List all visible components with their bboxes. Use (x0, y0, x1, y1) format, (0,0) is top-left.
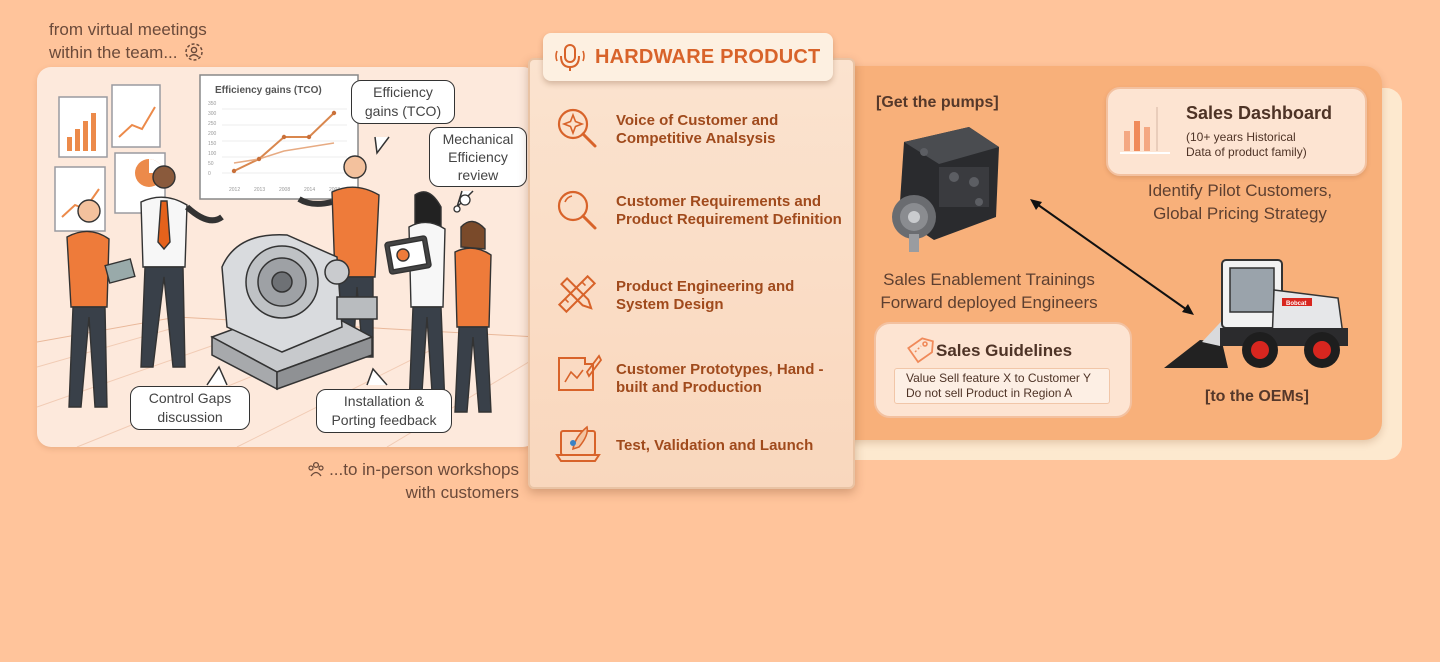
chart-xtick: 2013 (254, 187, 265, 193)
pilot-line: Global Pricing Strategy (1153, 204, 1327, 223)
chart-ytick: 350 (208, 101, 217, 107)
step-voice-of-customer: Voice of Customer and Competitive Analsy… (616, 112, 779, 147)
hardware-product-card (528, 58, 855, 489)
person-5 (454, 220, 492, 413)
caption-line: from virtual meetings (49, 20, 207, 39)
chart-ytick: 150 (208, 141, 217, 147)
in-person-caption: ...to in-person workshops with customers (290, 458, 519, 504)
sales-enablement-text: Sales Enablement Trainings Forward deplo… (862, 268, 1116, 314)
guideline-line: Do not sell Product in Region A (906, 386, 1073, 400)
installation-bubble: Installation & Porting feedback (316, 389, 452, 433)
skid-steer-loader-image: Bobcat (1164, 259, 1348, 368)
hardware-product-title: HARDWARE PRODUCT (595, 46, 821, 68)
sales-guidelines-title: Sales Guidelines (936, 341, 1073, 360)
blueprint-edit-icon (558, 354, 603, 391)
step-4-icon-wrap (555, 352, 603, 401)
get-pumps-label: [Get the pumps] (876, 94, 999, 111)
virtual-meetings-caption: from virtual meetings within the team... (49, 18, 207, 64)
sales-dashboard-title: Sales Dashboard (1186, 103, 1333, 123)
person-2 (140, 165, 224, 368)
step-customer-prototypes: Customer Prototypes, Hand -built and Pro… (616, 361, 824, 396)
chart-xtick: 2008 (279, 187, 290, 193)
step-1-icon-wrap (555, 106, 599, 155)
pilot-line: Identify Pilot Customers, (1147, 181, 1333, 200)
to-oems-label: [to the OEMs] (1205, 388, 1309, 405)
chart-xtick: 2012 (229, 187, 240, 193)
control-gaps-bubble: Control Gaps discussion (130, 386, 250, 430)
dashboard-desc-line: (10+ years Historical (1186, 130, 1296, 144)
chart-ytick: 50 (208, 161, 214, 167)
efficiency-bubble: Efficiency gains (TCO) (351, 80, 455, 124)
caption-line: within the team... (49, 41, 207, 64)
laptop-rocket-icon (555, 425, 601, 462)
sales-dashboard-card: Sales Dashboard (10+ years Historical Da… (1106, 87, 1367, 176)
team-illustration-panel: Efficiency gains (TCO) 350 300 250 200 150 10… (37, 67, 537, 447)
guideline-line: Value Sell feature X to Customer Y (906, 371, 1091, 385)
team-icon (308, 461, 324, 477)
chart-xtick: 2008 (329, 187, 340, 193)
microphone-icon (555, 44, 585, 71)
chart-title: Efficiency gains (TCO) (215, 85, 322, 96)
double-arrow (1030, 199, 1194, 315)
search-icon (557, 190, 597, 230)
loader-brand-text: Bobcat (1286, 301, 1306, 307)
chart-ytick: 250 (208, 121, 217, 127)
step-5-icon-wrap (555, 421, 603, 470)
person-4 (384, 191, 446, 408)
pilot-customers-text: Identify Pilot Customers, Global Pricing… (1110, 179, 1370, 225)
team-meeting-illustration: Efficiency gains (TCO) 350 300 250 200 150 10… (37, 74, 537, 447)
caption-line: ...to in-person workshops (290, 458, 519, 481)
price-tag-icon (907, 337, 934, 364)
sales-dashboard-desc: (10+ years Historical Data of product fa… (1186, 130, 1307, 160)
step-3-icon-wrap (555, 272, 599, 321)
hardware-product-header: HARDWARE PRODUCT (543, 33, 833, 81)
chart-yticks: 350 300 250 200 150 100 50 0 (208, 101, 217, 177)
sparkle-search-icon (557, 108, 597, 148)
enablement-line: Forward deployed Engineers (880, 293, 1098, 312)
enablement-line: Sales Enablement Trainings (883, 270, 1095, 289)
step-2-icon-wrap (555, 188, 599, 237)
mechanical-bubble: Mechanical Efficiency review (429, 127, 527, 187)
bar-chart-icon (1120, 107, 1170, 154)
step-test-validation: Test, Validation and Launch (616, 437, 814, 454)
step-product-engineering: Product Engineering and System Design (616, 278, 795, 313)
sales-guidelines-notes: Value Sell feature X to Customer Y Do no… (894, 368, 1110, 404)
person-1 (66, 199, 136, 408)
chart-ytick: 300 (208, 111, 217, 117)
pencil-ruler-icon (557, 274, 597, 314)
dashboard-desc-line: Data of product family) (1186, 145, 1307, 159)
chart-xtick: 2014 (304, 187, 315, 193)
chart-xticks: 2012 2013 2008 2014 2008 (229, 187, 340, 193)
user-circle-icon (185, 43, 203, 61)
chart-ytick: 100 (208, 151, 217, 157)
hydraulic-pump-image (892, 127, 999, 252)
sales-guidelines-card: Sales Guidelines Value Sell feature X to… (874, 322, 1132, 418)
chart-ytick: 200 (208, 131, 217, 137)
chart-ytick: 0 (208, 171, 211, 177)
caption-line: with customers (405, 483, 519, 502)
pump-illustration (210, 234, 378, 391)
step-customer-requirements: Customer Requirements and Product Requir… (616, 193, 842, 228)
